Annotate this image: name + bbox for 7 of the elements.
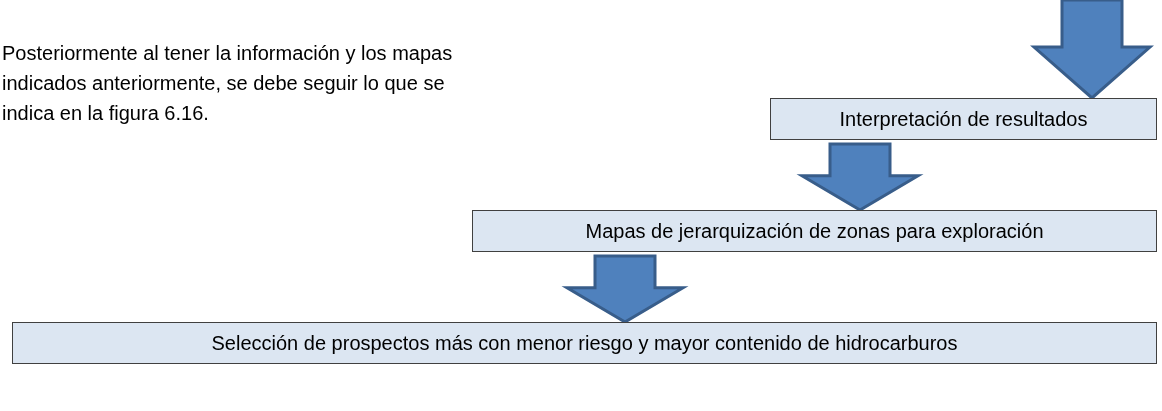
process-box: Mapas de jerarquización de zonas para exploración <box>472 210 1157 252</box>
process-box: Selección de prospectos más con menor riesgo y mayor contenido de hidrocarburos <box>12 322 1157 364</box>
paragraph: Posteriormente al tener la información y los mapas indicados anteriormente, se debe seguir lo que se indica en la figura 6.16. <box>2 41 454 126</box>
block-arrow <box>1030 0 1154 100</box>
process-box: Interpretación de resultados <box>770 98 1157 140</box>
block-arrow <box>561 254 689 324</box>
block-arrow <box>796 142 924 212</box>
